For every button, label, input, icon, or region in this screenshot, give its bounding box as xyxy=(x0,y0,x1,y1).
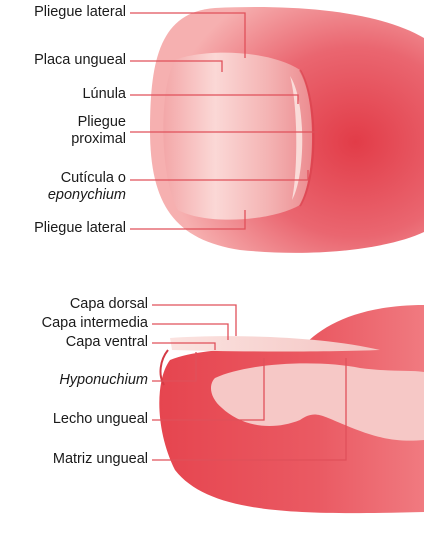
label-pliegue-proximal-line2: proximal xyxy=(71,131,126,148)
finger-top-view xyxy=(150,7,424,253)
nail-cross-section xyxy=(159,305,424,513)
label-matriz-ungueal: Matriz ungueal xyxy=(53,451,148,468)
label-pliegue-lateral-bottom: Pliegue lateral xyxy=(34,220,126,237)
leader-capa-dorsal xyxy=(152,305,236,336)
nail-plate xyxy=(163,53,312,220)
label-capa-ventral: Capa ventral xyxy=(66,334,148,351)
label-cuticula: Cutícula o eponychium xyxy=(48,170,126,204)
label-pliegue-lateral-top: Pliegue lateral xyxy=(34,4,126,21)
label-cuticula-line2: eponychium xyxy=(48,187,126,204)
label-lunula: Lúnula xyxy=(82,86,126,103)
label-capa-intermedia: Capa intermedia xyxy=(42,315,148,332)
label-lecho-ungueal: Lecho ungueal xyxy=(53,411,148,428)
label-pliegue-proximal-line1: Pliegue xyxy=(71,114,126,131)
label-placa-ungueal: Placa ungueal xyxy=(34,52,126,69)
label-cuticula-line1: Cutícula o xyxy=(48,170,126,187)
label-pliegue-proximal: Pliegue proximal xyxy=(71,114,126,148)
label-capa-dorsal: Capa dorsal xyxy=(70,296,148,313)
label-hyponuchium: Hyponuchium xyxy=(59,372,148,389)
